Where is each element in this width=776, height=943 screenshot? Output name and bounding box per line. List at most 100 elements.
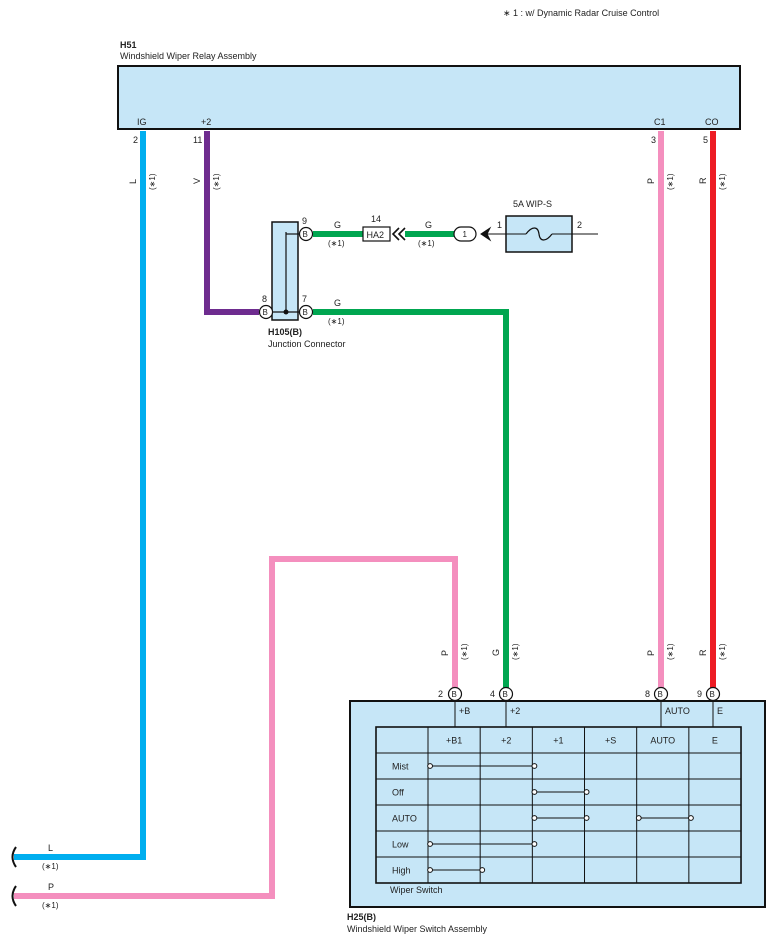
wire-label-r-switch: R bbox=[698, 649, 708, 656]
wire-option-g-junction: (∗1) bbox=[328, 317, 345, 326]
junction-pin-7-number: 7 bbox=[302, 294, 307, 304]
switch-pin-2-number: 2 bbox=[438, 689, 443, 699]
junction-name: Junction Connector bbox=[268, 339, 346, 349]
switch-name: Windshield Wiper Switch Assembly bbox=[347, 924, 488, 934]
wire-v bbox=[204, 131, 259, 315]
wire-option-r: (∗1) bbox=[718, 173, 727, 190]
wire-option-g-switch: (∗1) bbox=[511, 643, 520, 660]
wire-label-g-fuse: G bbox=[425, 220, 432, 230]
switch-pin-2 bbox=[447, 686, 463, 702]
wire-option-p-switch: (∗1) bbox=[460, 643, 469, 660]
switch-pin-8 bbox=[653, 686, 669, 702]
junction-pin-8-label: B bbox=[263, 308, 268, 317]
switch-table-column-header: +B1 bbox=[446, 736, 462, 746]
switch-table-column-header: AUTO bbox=[650, 736, 675, 746]
exit-bracket-p bbox=[11, 885, 17, 907]
option-note: ∗ 1 : w/ Dynamic Radar Cruise Control bbox=[503, 8, 659, 18]
wire-label-p-switch: P bbox=[440, 650, 450, 656]
relay-code: H51 bbox=[120, 40, 137, 50]
switch-terminal-plusb: +B bbox=[459, 706, 470, 716]
relay-terminal-plus2: +2 bbox=[201, 117, 211, 127]
junction-code: H105(B) bbox=[268, 327, 302, 337]
switch-connection-dot bbox=[531, 763, 538, 769]
switch-connection-dot bbox=[427, 763, 433, 769]
junction-node bbox=[283, 309, 289, 315]
junction-pin-9-label: B bbox=[303, 230, 308, 239]
fuse-pin-out: 2 bbox=[577, 220, 582, 230]
fuse-icon bbox=[525, 227, 553, 241]
switch-inner-label: Wiper Switch bbox=[390, 885, 443, 895]
switch-table-column-header: +2 bbox=[501, 736, 511, 746]
relay-pin-co: 5 bbox=[703, 135, 708, 145]
wire-option-g-ha2: (∗1) bbox=[328, 239, 345, 248]
wire-option-g-fuse: (∗1) bbox=[418, 239, 435, 248]
wire-label-p-switch2: P bbox=[646, 650, 656, 656]
switch-pin-2-label: B bbox=[452, 690, 457, 699]
exit-label-p: P bbox=[48, 882, 54, 892]
ha2-label: HA2 bbox=[367, 230, 385, 240]
wire-label-p: P bbox=[646, 178, 656, 184]
switch-pin-8-number: 8 bbox=[645, 689, 650, 699]
fuse-name: 5A WIP-S bbox=[513, 199, 552, 209]
junction-box bbox=[271, 221, 299, 321]
exit-option-p: (∗1) bbox=[42, 901, 59, 910]
junction-pin-7 bbox=[298, 304, 314, 320]
relay-terminal-ig: IG bbox=[137, 117, 147, 127]
wire-label-g-switch: G bbox=[491, 649, 501, 656]
wire-option-p: (∗1) bbox=[666, 173, 675, 190]
wire-g-switch bbox=[313, 309, 509, 688]
switch-table-column-header: +1 bbox=[553, 736, 563, 746]
junction-pin-9-number: 9 bbox=[302, 216, 307, 226]
switch-connection-dot bbox=[688, 815, 694, 821]
switch-table-row-label: Low bbox=[392, 840, 409, 850]
relay-pin-ig: 2 bbox=[133, 135, 138, 145]
junction-pin-9 bbox=[298, 226, 314, 242]
ha2-connector bbox=[362, 226, 391, 242]
wire-label-g-junction: G bbox=[334, 298, 341, 308]
switch-pin-9-number: 9 bbox=[697, 689, 702, 699]
switch-table-column-header: E bbox=[712, 736, 718, 746]
wire-option-v: (∗1) bbox=[212, 173, 221, 190]
wire-p-exit bbox=[14, 556, 458, 899]
wire-option-p-switch2: (∗1) bbox=[666, 643, 675, 660]
inline-connector-label: 1 bbox=[463, 230, 468, 239]
wire-label-v: V bbox=[192, 178, 202, 184]
fuse-pin-in: 1 bbox=[497, 220, 502, 230]
ha2-mating-chevrons bbox=[391, 227, 406, 241]
relay-pin-c1: 3 bbox=[651, 135, 656, 145]
junction-pin-8-number: 8 bbox=[262, 294, 267, 304]
switch-pin-4-label: B bbox=[503, 690, 508, 699]
relay-terminal-c1: C1 bbox=[654, 117, 666, 127]
switch-connection-dot bbox=[479, 867, 486, 873]
switch-terminal-e: E bbox=[717, 706, 723, 716]
switch-table-column-header: +S bbox=[605, 736, 616, 746]
switch-pin-9-label: B bbox=[710, 690, 715, 699]
switch-connection-dot bbox=[427, 867, 433, 873]
relay-name: Windshield Wiper Relay Assembly bbox=[120, 51, 257, 61]
relay-terminal-co: CO bbox=[705, 117, 719, 127]
switch-table-row-label: AUTO bbox=[392, 814, 417, 824]
exit-bracket-l bbox=[11, 846, 17, 868]
wire-label-g-ha2: G bbox=[334, 220, 341, 230]
relay-box bbox=[117, 65, 741, 130]
switch-table-row-label: Off bbox=[392, 788, 404, 798]
wire-l bbox=[14, 131, 146, 860]
switch-table-row-label: Mist bbox=[392, 762, 409, 772]
junction-pin-7-label: B bbox=[303, 308, 308, 317]
switch-connection-dot bbox=[531, 841, 538, 847]
wire-option-l: (∗1) bbox=[148, 173, 157, 190]
switch-pin-4-number: 4 bbox=[490, 689, 495, 699]
switch-connection-dot bbox=[583, 789, 590, 795]
wire-label-l: L bbox=[128, 179, 138, 184]
switch-connection-dot bbox=[427, 841, 433, 847]
ha2-pin: 14 bbox=[371, 214, 381, 224]
switch-table-row-label: High bbox=[392, 866, 411, 876]
switch-connection-dot bbox=[583, 815, 590, 821]
switch-pin-4 bbox=[498, 686, 514, 702]
exit-option-l: (∗1) bbox=[42, 862, 59, 871]
switch-connection-dot bbox=[531, 815, 538, 821]
switch-pin-8-label: B bbox=[658, 690, 663, 699]
wire-label-r: R bbox=[698, 177, 708, 184]
